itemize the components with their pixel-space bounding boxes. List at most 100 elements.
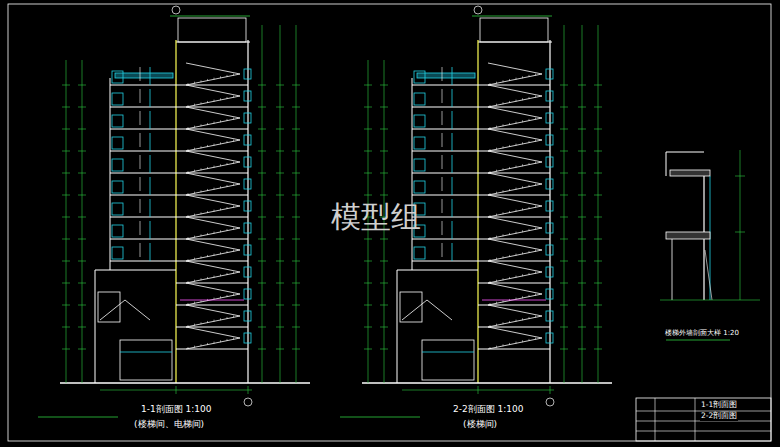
drawing-line (110, 128, 176, 129)
drawing-line (740, 150, 741, 300)
drawing-line (207, 321, 208, 323)
drawing-line (214, 100, 215, 102)
drawing-line (244, 289, 251, 299)
drawing-line (496, 214, 497, 216)
drawing-line (535, 162, 536, 164)
drawing-line (529, 141, 530, 143)
drawing-line (509, 211, 510, 213)
drawing-line (546, 69, 553, 79)
drawing-line (95, 269, 176, 270)
drawing-line (488, 63, 542, 74)
drawing-line (490, 347, 491, 349)
drawing-line (442, 177, 443, 191)
drawing-line (412, 194, 478, 195)
drawing-line (488, 338, 542, 349)
drawing-line (186, 250, 240, 261)
drawing-line (180, 300, 244, 301)
drawing-line (186, 195, 240, 206)
drawing-line (509, 101, 510, 103)
drawing-label: 楼梯外墙剖面大样 1:20 (664, 329, 740, 337)
drawing-line (417, 73, 475, 78)
drawing-line (186, 228, 240, 239)
drawing-line (201, 278, 202, 280)
drawing-line (188, 281, 189, 283)
drawing-line (150, 177, 151, 195)
drawing-line (207, 79, 208, 81)
drawing-line (412, 128, 478, 129)
drawing-line (546, 267, 553, 277)
drawing-line (412, 150, 478, 151)
drawing-line (535, 140, 536, 142)
drawing-line (140, 67, 141, 81)
drawing-line (522, 164, 523, 166)
drawing-line (503, 256, 504, 258)
drawing-line (125, 300, 150, 320)
drawing-line (214, 78, 215, 80)
drawing-line (516, 342, 517, 344)
drawing-line (207, 189, 208, 191)
drawing-line (150, 67, 151, 85)
drawing-line (549, 40, 550, 383)
drawing-line (194, 104, 195, 106)
drawing-line (220, 186, 221, 188)
drawing-line (38, 417, 118, 418)
drawing-line (186, 294, 240, 305)
drawing-line (194, 126, 195, 128)
drawing-line (488, 173, 542, 184)
drawing-line (488, 74, 542, 85)
drawing-line (529, 295, 530, 297)
drawing-line (362, 382, 612, 384)
drawing-line (188, 83, 189, 85)
drawing-line (442, 221, 443, 235)
drawing-line (227, 141, 228, 143)
drawing-line (478, 386, 479, 394)
drawing-line (516, 254, 517, 256)
drawing-line (233, 140, 234, 142)
drawing-line (490, 215, 491, 217)
drawing-line (188, 171, 189, 173)
drawing-line (220, 252, 221, 254)
drawing-line (490, 149, 491, 151)
drawing-line (442, 243, 443, 257)
drawing-line (442, 155, 443, 169)
drawing-line (522, 230, 523, 232)
drawing-line (186, 327, 240, 338)
drawing-line (112, 159, 123, 171)
drawing-line (496, 104, 497, 106)
drawing-line (522, 296, 523, 298)
drawing-line (546, 289, 553, 299)
drawing-line (546, 201, 553, 211)
drawing-line (509, 277, 510, 279)
drawing-line (452, 221, 453, 239)
drawing-line (233, 206, 234, 208)
drawing-line (194, 346, 195, 348)
drawing-line (188, 193, 189, 195)
drawing-line (140, 177, 141, 191)
drawing-line (175, 40, 176, 383)
drawing-line (516, 100, 517, 102)
drawing-line (477, 40, 478, 383)
drawing-line (522, 318, 523, 320)
drawing-line (120, 340, 172, 380)
drawing-line (655, 398, 656, 441)
drawing-line (186, 85, 240, 96)
drawing-line (516, 298, 517, 300)
drawing-line (503, 102, 504, 104)
drawing-line (233, 74, 234, 76)
drawing-line (488, 118, 542, 129)
drawing-line (220, 340, 221, 342)
drawing-line (110, 194, 176, 195)
drawing-line (666, 340, 730, 341)
drawing-line (244, 179, 251, 189)
drawing-line (535, 228, 536, 230)
drawing-line (535, 294, 536, 296)
drawing-line (214, 188, 215, 190)
drawing-line (194, 148, 195, 150)
drawing-line (488, 129, 542, 140)
drawing-line (296, 25, 297, 383)
drawing-line (233, 96, 234, 98)
drawing-line (414, 93, 425, 105)
drawing-line (207, 277, 208, 279)
drawing-line (233, 316, 234, 318)
